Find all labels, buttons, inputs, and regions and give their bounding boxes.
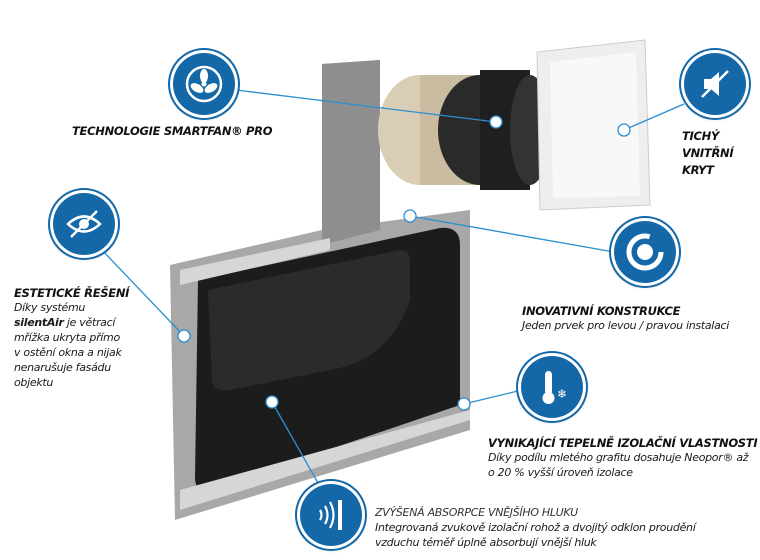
- svg-text:❄: ❄: [557, 387, 567, 401]
- insulation-line: o 20 % vyšší úroveň izolace: [488, 466, 633, 479]
- aesthetic-text: Díky systému silentAir je větrací mřížka…: [14, 300, 154, 390]
- aesthetic-line: nenarušuje fasádu: [14, 361, 111, 374]
- noise-line: vzduchu téměř úplně absorbují vnější hlu…: [375, 536, 597, 549]
- noise-title: ZVÝŠENÁ ABSORPCE VNĚJŠÍHO HLUKU: [375, 506, 578, 519]
- mute-speaker-icon: [684, 53, 746, 115]
- insulation-line: Díky podílu mletého grafitu dosahuje Neo…: [488, 451, 749, 464]
- construction-block: INOVATIVNÍ KONSTRUKCE Jeden prvek pro le…: [522, 304, 729, 333]
- hidden-eye-icon: [53, 193, 115, 255]
- noise-line: Integrovaná zvukově izolační rohož a dvo…: [375, 521, 696, 534]
- aesthetic-line-rest: je větrací: [63, 316, 116, 329]
- fan-icon: [173, 53, 235, 115]
- cover-title-line: TICHÝ: [682, 129, 720, 143]
- insulation-block-text: VYNIKAJÍCÍ TEPELNĚ IZOLAČNÍ VLASTNOSTI D…: [488, 436, 758, 480]
- smartfan-title: TECHNOLOGIE SMARTFAN® PRO: [72, 124, 273, 138]
- aesthetic-line: v ostění okna a nijak: [14, 346, 122, 359]
- thermometer-snowflake-icon: ❄: [521, 356, 583, 418]
- cover-title-line: KRYT: [682, 163, 714, 177]
- cover-title: TICHÝ VNITŘNÍ KRYT: [682, 128, 734, 179]
- aesthetic-line: mřížka ukryta přímo: [14, 331, 120, 344]
- construction-title: INOVATIVNÍ KONSTRUKCE: [522, 304, 681, 318]
- rotate-circle-icon: [614, 221, 676, 283]
- brand-name: silentAir: [14, 316, 64, 329]
- cover-title-line: VNITŘNÍ: [682, 146, 734, 160]
- sound-wall-icon: [300, 484, 362, 546]
- aesthetic-line: objektu: [14, 376, 54, 389]
- aesthetic-block: ESTETICKÉ ŘEŠENÍ Díky systému silentAir …: [14, 286, 154, 390]
- construction-text: Jeden prvek pro levou / pravou instalaci: [522, 319, 730, 332]
- insulation-title: VYNIKAJÍCÍ TEPELNĚ IZOLAČNÍ VLASTNOSTI: [488, 436, 758, 450]
- aesthetic-title: ESTETICKÉ ŘEŠENÍ: [14, 286, 130, 300]
- aesthetic-line: silentAir je větrací: [14, 315, 154, 330]
- aesthetic-line: Díky systému: [14, 301, 86, 314]
- noise-block: ZVÝŠENÁ ABSORPCE VNĚJŠÍHO HLUKU Integrov…: [375, 505, 696, 550]
